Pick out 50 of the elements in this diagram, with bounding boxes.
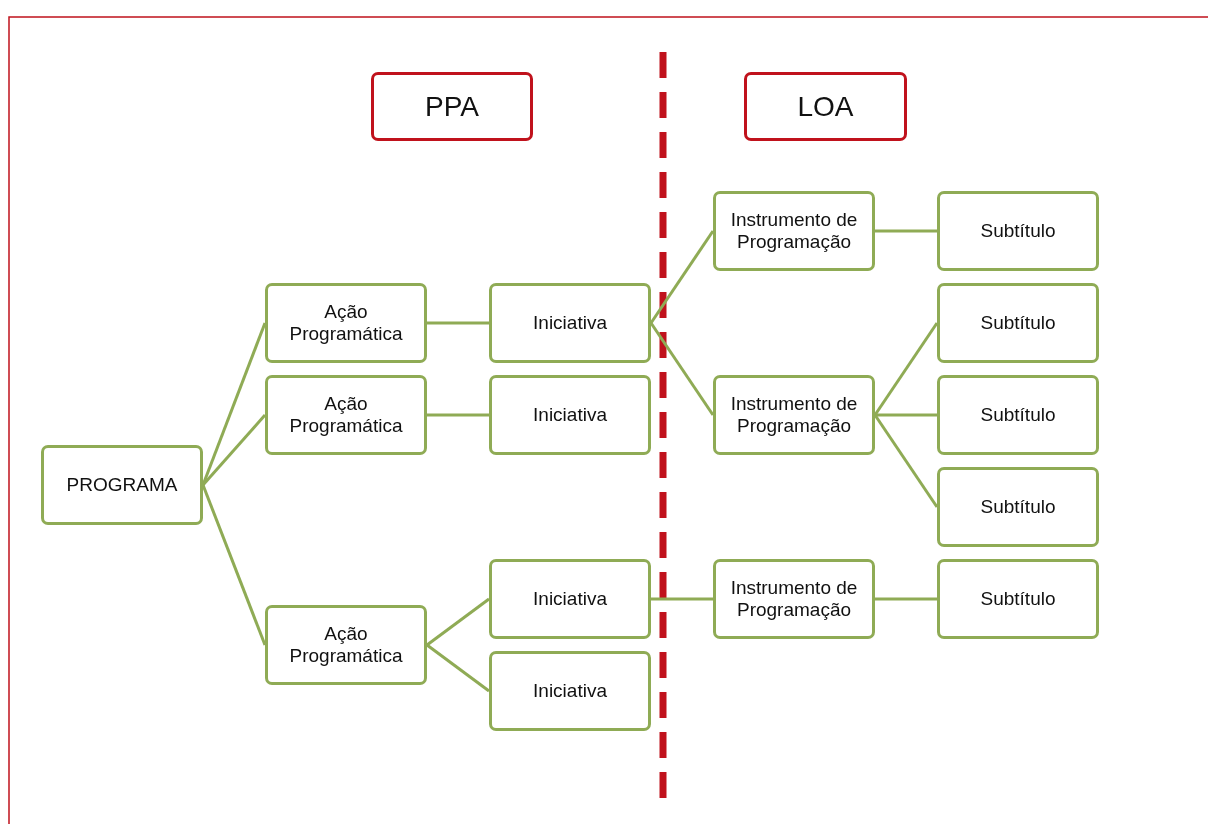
connector-line <box>875 413 937 417</box>
box-label: LOA <box>797 90 854 123</box>
box-label: Instrumento de Programação <box>729 393 859 437</box>
process-box <box>713 559 875 639</box>
box-label: Instrumento de Programação <box>729 209 859 253</box>
header-box <box>744 72 907 141</box>
process-box <box>937 191 1099 271</box>
connector-line <box>651 597 713 601</box>
process-box <box>41 445 203 525</box>
box-label: Iniciativa <box>533 312 607 334</box>
process-box <box>937 283 1099 363</box>
connector-line <box>873 322 939 416</box>
connector-line <box>426 643 490 693</box>
process-box <box>489 651 651 731</box>
header-box <box>371 72 533 141</box>
process-box <box>713 191 875 271</box>
connector-line <box>875 597 937 601</box>
box-label: Iniciativa <box>533 680 607 702</box>
connector-line <box>426 597 490 647</box>
process-box <box>489 283 651 363</box>
connector-line <box>201 484 267 646</box>
connector-line <box>649 322 715 416</box>
connector-line <box>873 414 939 508</box>
process-box <box>489 375 651 455</box>
connector-line <box>649 230 715 324</box>
box-label: Ação Programática <box>288 301 404 345</box>
process-box <box>937 467 1099 547</box>
box-label: Subtítulo <box>980 588 1056 610</box>
process-box <box>265 283 427 363</box>
process-box <box>937 559 1099 639</box>
connector-line <box>875 229 937 233</box>
box-label: Ação Programática <box>288 623 404 667</box>
process-box <box>713 375 875 455</box>
box-label: Subtítulo <box>980 404 1056 426</box>
process-box <box>265 605 427 685</box>
process-box <box>265 375 427 455</box>
box-label: PROGRAMA <box>66 474 178 496</box>
connector-line <box>201 414 267 486</box>
box-label: Subtítulo <box>980 220 1056 242</box>
box-label: Subtítulo <box>980 496 1056 518</box>
box-label: Instrumento de Programação <box>729 577 859 621</box>
connector-line <box>427 321 489 325</box>
box-label: Ação Programática <box>288 393 404 437</box>
box-label: Iniciativa <box>533 588 607 610</box>
box-label: Subtítulo <box>980 312 1056 334</box>
box-label: PPA <box>425 90 479 123</box>
box-label: Iniciativa <box>533 404 607 426</box>
connector-line <box>427 413 489 417</box>
process-box <box>489 559 651 639</box>
process-box <box>937 375 1099 455</box>
